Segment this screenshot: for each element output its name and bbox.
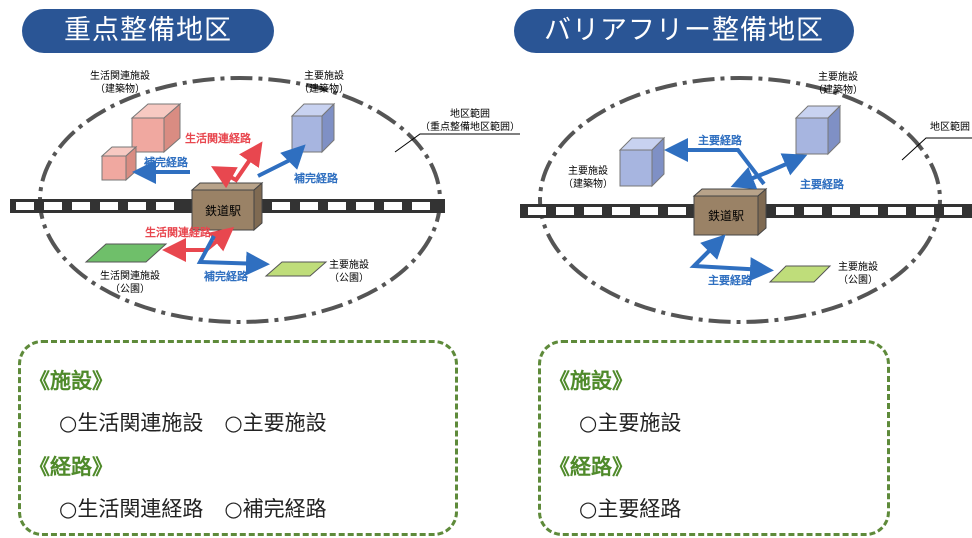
left-area-label-2: （重点整備地区範囲） bbox=[420, 120, 520, 133]
title-juten-seibi-chiku: 重点整備地区 bbox=[22, 9, 274, 53]
right-route-main-right: 主要経路 bbox=[800, 177, 845, 191]
right-main-right-label-2: （建築物） bbox=[813, 83, 863, 96]
left-legend-box: 《施設》 ○生活関連施設 ○主要施設 《経路》 ○生活関連経路 ○補完経路 bbox=[18, 340, 458, 536]
right-main-left-label-2: （建築物） bbox=[563, 177, 613, 190]
left-routes-header: 《経路》 bbox=[29, 455, 113, 479]
right-main-park bbox=[768, 265, 832, 283]
right-routes-items: ○主要経路 bbox=[579, 497, 682, 521]
left-route-supp-left: 補完経路 bbox=[143, 155, 189, 169]
left-main-park-label-2: （公園） bbox=[329, 272, 369, 284]
right-main-building-left bbox=[618, 136, 666, 188]
diagrams: 鉄道駅 生活関連施設 （建築物） 主要施設 （建築物） 地区範囲 （重点整備地区… bbox=[10, 69, 972, 324]
left-facilities-header: 《施設》 bbox=[29, 369, 113, 393]
left-supp-route-bottom bbox=[196, 235, 270, 276]
right-routes-header: 《経路》 bbox=[549, 455, 633, 479]
left-main-building-label-2: （建築物） bbox=[299, 82, 349, 95]
left-route-related-bottom: 生活関連経路 bbox=[145, 225, 212, 239]
left-related-building-label-1: 生活関連施設 bbox=[90, 69, 150, 82]
right-facilities-header: 《施設》 bbox=[549, 369, 633, 393]
right-legend-box: 《施設》 ○主要施設 《経路》 ○主要経路 bbox=[538, 340, 890, 536]
right-main-left-label-1: 主要施設 bbox=[568, 164, 608, 177]
right-main-building-right bbox=[794, 104, 842, 156]
left-related-park bbox=[84, 243, 168, 263]
right-facilities-items: ○主要施設 bbox=[579, 411, 682, 435]
left-station-label: 鉄道駅 bbox=[205, 203, 241, 218]
right-main-right-label-1: 主要施設 bbox=[818, 70, 858, 83]
left-route-related-top: 生活関連経路 bbox=[185, 131, 252, 145]
left-related-park-label-2: （公園） bbox=[110, 283, 150, 295]
right-area-label: 地区範囲 bbox=[930, 120, 970, 133]
left-related-building-small bbox=[100, 145, 138, 182]
right-station bbox=[692, 187, 768, 237]
right-diagram: 鉄道駅 主要施設 （建築物） 主要施設 （建築物） 地区範囲 主要経路 主要経路… bbox=[520, 70, 972, 324]
left-supp-route-right bbox=[257, 144, 306, 178]
left-main-building bbox=[290, 102, 336, 154]
left-facilities-items: ○生活関連施設 ○主要施設 bbox=[59, 411, 327, 435]
left-route-supp-right: 補完経路 bbox=[293, 171, 339, 185]
left-related-building-big bbox=[130, 102, 182, 154]
left-route-supp-bottom: 補完経路 bbox=[203, 269, 249, 283]
left-main-building-label-1: 主要施設 bbox=[304, 69, 344, 82]
left-main-park-label-1: 主要施設 bbox=[329, 258, 369, 271]
right-route-main-top: 主要経路 bbox=[698, 133, 743, 147]
title-barrier-free-seibi-chiku: バリアフリー整備地区 bbox=[514, 9, 854, 53]
left-main-park bbox=[264, 261, 328, 277]
right-main-park-label-1: 主要施設 bbox=[838, 260, 878, 273]
left-diagram: 鉄道駅 生活関連施設 （建築物） 主要施設 （建築物） 地区範囲 （重点整備地区… bbox=[10, 69, 520, 324]
left-related-building-label-2: （建築物） bbox=[95, 82, 145, 95]
left-routes-items: ○生活関連経路 ○補完経路 bbox=[59, 497, 327, 521]
right-main-park-label-2: （公園） bbox=[838, 274, 878, 286]
right-station-label: 鉄道駅 bbox=[708, 208, 744, 223]
right-area-boundary bbox=[538, 76, 942, 324]
left-station bbox=[190, 181, 264, 232]
right-route-main-bottom: 主要経路 bbox=[708, 273, 753, 287]
left-area-label-1: 地区範囲 bbox=[450, 107, 490, 120]
left-related-park-label-1: 生活関連施設 bbox=[100, 269, 160, 282]
